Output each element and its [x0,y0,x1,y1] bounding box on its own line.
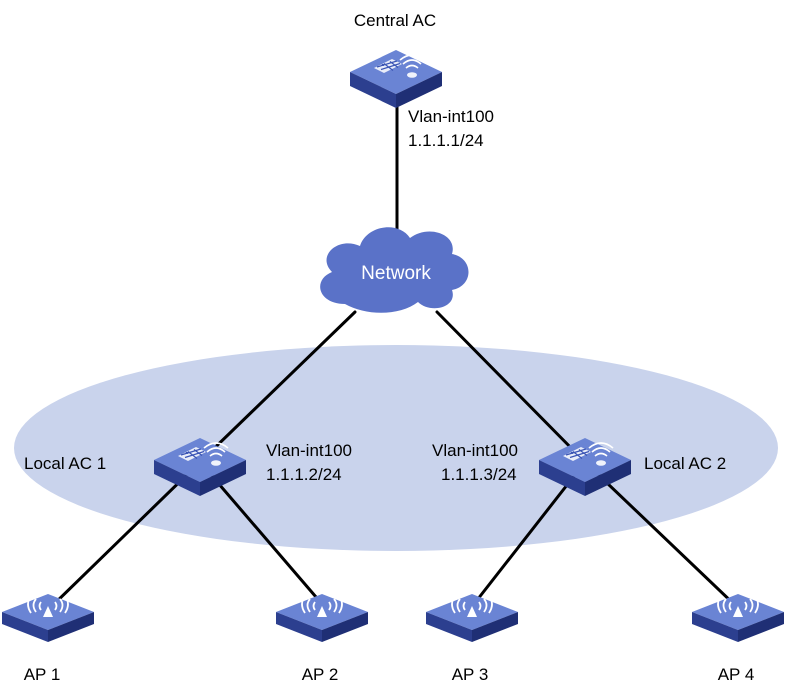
ap-4-label: AP 4 [718,665,755,684]
local-ac-2-interface: Vlan-int100 [432,441,518,460]
ap-2-label: AP 2 [302,665,339,684]
ap-2-node: AP 2 [275,593,369,684]
local-ac-2-node: Local AC 2 Vlan-int100 1.1.1.3/24 [432,437,726,497]
central-ac-node: Central AC Vlan-int100 1.1.1.1/24 [349,11,494,150]
local-ac-1-label: Local AC 1 [24,454,106,473]
local-ac-1-node: Local AC 1 Vlan-int100 1.1.1.2/24 [24,437,352,497]
access-point-icon [1,593,95,643]
ac-controller-icon [349,49,443,109]
local-ac-2-ip: 1.1.1.3/24 [441,465,517,484]
local-ac-2-label: Local AC 2 [644,454,726,473]
access-point-icon [425,593,519,643]
cloud-icon [320,227,469,313]
link-network-local-ac-2 [435,310,587,464]
central-ac-label: Central AC [354,11,436,30]
central-ac-interface: Vlan-int100 [408,107,494,126]
ap-1-node: AP 1 [1,593,95,684]
ap-3-node: AP 3 [425,593,519,684]
ap-4-node: AP 4 [691,593,785,684]
local-ac-1-interface: Vlan-int100 [266,441,352,460]
local-ac-group-ellipse [14,345,778,551]
ap-3-label: AP 3 [452,665,489,684]
link-local-ac-2-ap-4 [583,460,740,610]
access-point-icon [691,593,785,643]
central-ac-ip: 1.1.1.1/24 [408,131,484,150]
ap-1-label: AP 1 [24,665,61,684]
link-network-local-ac-1 [198,310,357,464]
local-ac-1-ip: 1.1.1.2/24 [266,465,342,484]
network-label: Network [361,263,431,284]
link-local-ac-1-ap-1 [48,460,202,610]
access-point-icon [275,593,369,643]
network-cloud: Network [320,227,469,313]
